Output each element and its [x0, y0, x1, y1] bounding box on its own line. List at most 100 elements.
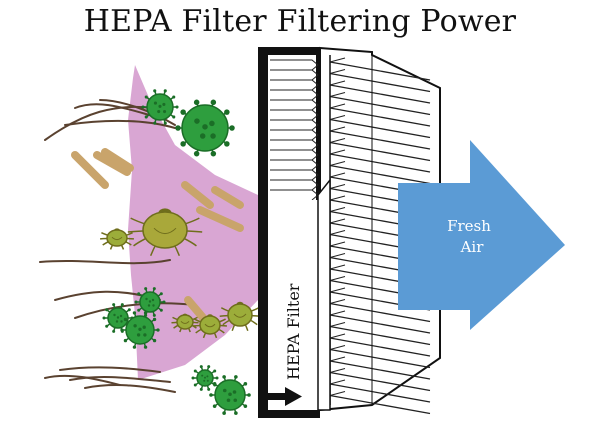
- hair-strand: [74, 302, 196, 319]
- dust-particle: [93, 151, 131, 176]
- hair-strand: [99, 99, 176, 126]
- hair-strand: [64, 119, 176, 129]
- pleat-line: [329, 107, 431, 127]
- pleat-line: [329, 314, 431, 334]
- dust-mites: [100, 208, 261, 339]
- front-pleat-tooth: [270, 189, 319, 201]
- pleat-fold: [329, 379, 346, 385]
- diagram-title: HEPA Filter Filtering Power: [83, 4, 517, 39]
- pleat-fold: [329, 253, 346, 258]
- hair-strand: [84, 384, 176, 393]
- dust-mite-icon: [171, 313, 199, 333]
- front-pleat-tooth: [270, 109, 319, 121]
- dust-particles: [71, 148, 244, 324]
- virus-icon: [134, 287, 166, 317]
- fresh-air-label-line2: Air: [460, 238, 485, 256]
- viruses: [102, 89, 251, 415]
- pleat-fold: [329, 115, 346, 120]
- front-pleat-tooth: [270, 179, 319, 191]
- fresh-air-label-line1: Fresh: [447, 217, 491, 235]
- pleat-fold: [329, 264, 346, 270]
- pleat-fold: [329, 241, 346, 247]
- pleat-line: [329, 141, 431, 162]
- hair-strand: [44, 374, 121, 386]
- dust-particle: [211, 186, 244, 209]
- filter-front-pleats: [270, 59, 319, 201]
- fresh-air-arrow: Fresh Air: [398, 140, 565, 330]
- hair-strand: [39, 259, 171, 265]
- dust-particle: [71, 151, 109, 189]
- pleat-fold: [329, 103, 346, 109]
- filter-label-edge: [317, 177, 331, 411]
- front-pleat-tooth: [270, 129, 319, 141]
- filter-label-strip: [268, 200, 318, 410]
- pleat-fold: [329, 126, 346, 132]
- pleat-line: [329, 337, 431, 357]
- front-pleat-tooth: [270, 99, 319, 111]
- front-pleat-tooth: [270, 89, 319, 101]
- pleat-fold: [329, 287, 346, 293]
- pleat-line: [329, 130, 431, 150]
- hepa-filter: HEPA Filter: [258, 46, 441, 418]
- hair-strand: [59, 366, 161, 373]
- virus-icon: [175, 99, 235, 157]
- front-pleat-tooth: [270, 59, 319, 71]
- pleat-fold: [329, 207, 346, 212]
- pleat-line: [329, 348, 431, 369]
- pleat-fold: [329, 218, 346, 224]
- dust-particle: [101, 148, 134, 172]
- pleat-fold: [329, 391, 346, 396]
- pleat-line: [329, 325, 431, 346]
- dust-particle: [181, 181, 214, 209]
- front-pleat-tooth: [270, 169, 319, 181]
- front-pleat-tooth: [270, 149, 319, 161]
- direction-arrow-icon: [267, 387, 302, 406]
- pleat-fold: [329, 299, 346, 304]
- pleat-fold: [329, 149, 346, 155]
- front-pleat-tooth: [270, 139, 319, 151]
- pleat-line: [329, 360, 431, 380]
- front-pleat-tooth: [270, 69, 319, 81]
- virus-icon: [209, 375, 251, 415]
- hair-strand: [69, 375, 171, 383]
- dust-mite-icon: [127, 208, 203, 257]
- pleat-line: [329, 84, 431, 104]
- filter-label: HEPA Filter: [284, 283, 303, 380]
- virus-icon: [120, 311, 160, 349]
- front-pleat-tooth: [270, 79, 319, 91]
- pleat-line: [329, 118, 431, 139]
- pleat-line: [329, 383, 431, 403]
- pleat-line: [329, 95, 431, 116]
- pleat-line: [329, 394, 431, 415]
- front-pleat-tooth: [270, 119, 319, 131]
- pleat-line: [329, 153, 431, 173]
- pleat-line: [329, 164, 431, 185]
- front-pleat-tooth: [270, 159, 319, 171]
- pleat-fold: [329, 195, 346, 201]
- pleat-line: [329, 61, 431, 81]
- dust-particle: [184, 296, 209, 324]
- pleat-fold: [329, 276, 346, 281]
- pleat-fold: [329, 356, 346, 362]
- pleat-fold: [329, 333, 346, 339]
- pleat-line: [329, 302, 431, 323]
- pleat-fold: [329, 69, 346, 74]
- virus-icon: [191, 365, 219, 391]
- dust-mite-icon: [193, 314, 227, 339]
- pleat-line: [329, 72, 431, 93]
- virus-icon: [141, 89, 179, 125]
- pleat-fold: [329, 310, 346, 316]
- dust-particle: [196, 206, 244, 232]
- dust-mite-icon: [100, 228, 134, 250]
- pleat-fold: [329, 161, 346, 166]
- pleat-line: [329, 371, 431, 392]
- pleat-fold: [329, 368, 346, 373]
- fresh-air-arrow-shape: [398, 140, 565, 330]
- pleat-fold: [329, 184, 346, 189]
- pleat-fold: [329, 138, 346, 143]
- pleat-fold: [329, 172, 346, 178]
- pleat-fold: [329, 345, 346, 350]
- pleat-fold: [329, 92, 346, 97]
